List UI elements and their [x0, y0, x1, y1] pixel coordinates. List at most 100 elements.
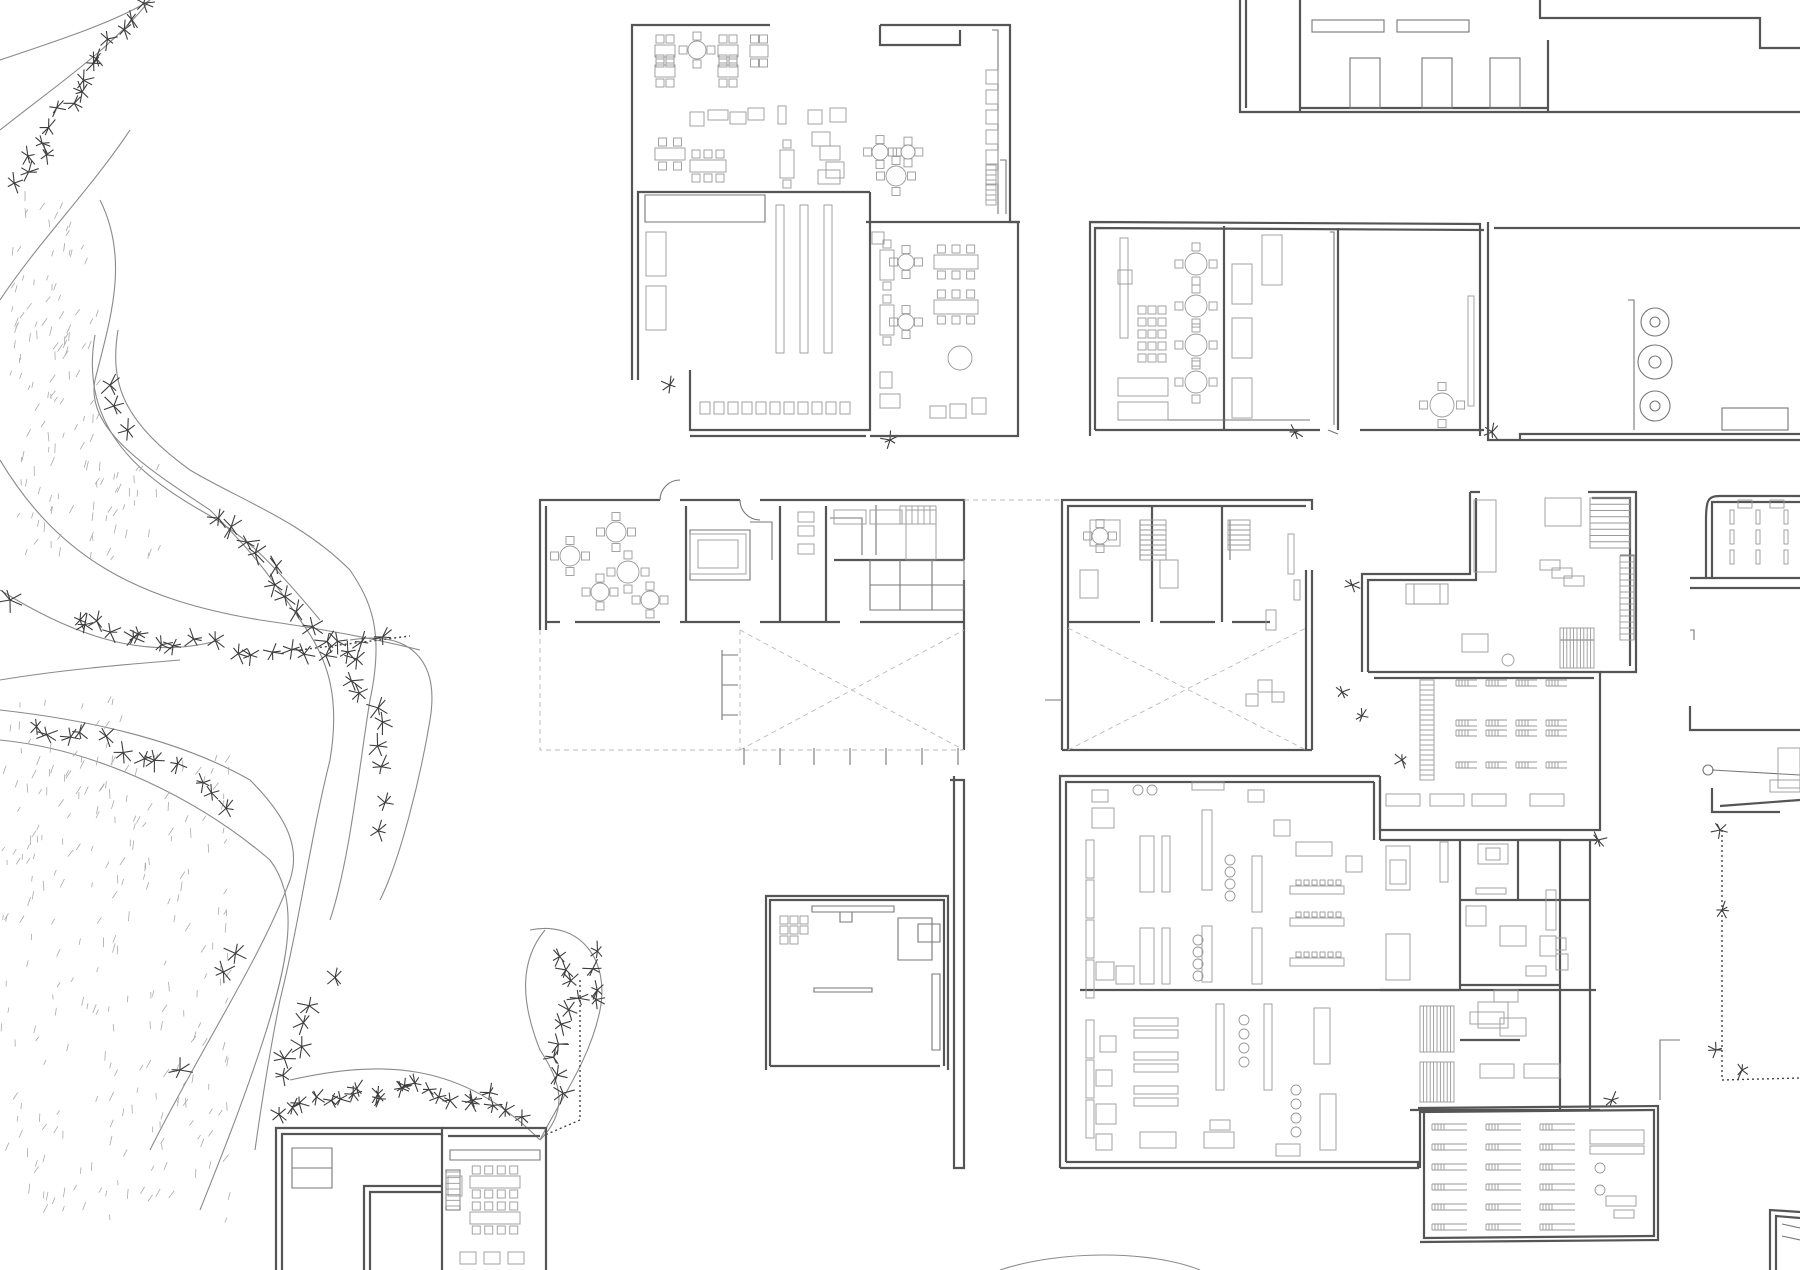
tree-icon — [290, 1036, 312, 1059]
tree-icon — [117, 418, 136, 441]
tree-icon — [144, 749, 165, 773]
tree-icon — [590, 940, 603, 959]
tree-symbols — [0, 0, 1749, 1127]
tree-icon — [155, 635, 174, 652]
building-d-furniture — [550, 505, 937, 619]
building-a-furniture — [645, 31, 999, 419]
tree-icon — [328, 632, 348, 655]
tree-icon — [372, 626, 392, 646]
building-g-furniture — [1729, 499, 1800, 793]
tree-icon — [85, 51, 102, 72]
tree-icon — [133, 750, 153, 768]
tree-icon — [331, 1090, 351, 1106]
tree-icon — [273, 1048, 296, 1069]
tree-icon — [280, 639, 304, 660]
building-e — [1045, 498, 1314, 752]
tree-icon — [344, 649, 365, 670]
tree-icon — [371, 754, 392, 775]
tree-icon — [421, 1082, 437, 1098]
building-e-furniture — [1079, 519, 1301, 707]
tree-icon — [184, 627, 202, 647]
building-a — [630, 23, 1020, 438]
building-d — [538, 479, 1060, 765]
tree-icon — [1394, 753, 1407, 769]
tree-icon — [346, 1079, 364, 1097]
tree-icon — [168, 1057, 193, 1079]
tree-icon — [1335, 685, 1351, 699]
tree-icon — [302, 616, 324, 636]
tree-icon — [372, 1090, 387, 1108]
tree-icon — [374, 711, 393, 736]
tree-icon — [218, 799, 234, 818]
tree-icon — [236, 535, 260, 550]
tree-icon — [274, 585, 296, 606]
building-g — [1688, 494, 1800, 1081]
tree-icon — [582, 958, 602, 977]
tree-icon — [542, 1047, 559, 1065]
building-h-furniture — [779, 915, 809, 945]
tree-icon — [77, 69, 95, 90]
tree-icon — [514, 1109, 531, 1127]
building-b — [1088, 220, 1485, 436]
tree-icon — [318, 648, 338, 667]
tree-icon — [270, 1106, 287, 1124]
building-f — [1360, 490, 1638, 832]
tree-icon — [113, 741, 133, 764]
tree-icon — [30, 718, 45, 737]
tree-icon — [314, 630, 335, 653]
tree-icon — [36, 726, 58, 744]
tree-icon — [370, 819, 387, 842]
tree-icon — [195, 772, 211, 794]
tree-icon — [295, 643, 316, 665]
tree-icon — [129, 626, 149, 644]
tree-icon — [339, 640, 356, 664]
tree-icon — [552, 948, 567, 967]
tree-icon — [163, 638, 182, 656]
building-j-furniture — [445, 1165, 525, 1265]
landscape-river — [0, 0, 1201, 1270]
building-i-furniture — [1085, 781, 1645, 1231]
tree-icon — [290, 1096, 310, 1114]
tree-icon — [377, 792, 394, 811]
tree-icon — [40, 144, 55, 165]
tree-icon — [21, 145, 36, 165]
building-f-furniture — [1385, 497, 1635, 807]
tree-icon — [206, 508, 226, 529]
tree-icon — [461, 1093, 478, 1112]
tree-icon — [100, 373, 120, 396]
tree-icon — [550, 1064, 568, 1085]
tree-icon — [1289, 424, 1304, 440]
tree-icon — [1355, 707, 1369, 722]
tree-icon — [136, 0, 156, 13]
tree-icon — [1483, 422, 1499, 440]
tree-icon — [170, 756, 188, 775]
tree-icon — [63, 95, 83, 112]
tree-icon — [1603, 1090, 1619, 1107]
tree-icon — [296, 996, 320, 1014]
tree-icon — [547, 1033, 569, 1055]
tree-icon — [1344, 578, 1361, 593]
tree-icon — [7, 171, 24, 194]
tree-icon — [498, 1101, 515, 1119]
tree-icon — [241, 648, 260, 666]
tree-icon — [404, 1073, 422, 1093]
tree-icon — [555, 959, 574, 978]
building-c — [1486, 222, 1800, 442]
building-j — [274, 1126, 548, 1270]
tree-icon — [1707, 1041, 1722, 1059]
tree-icon — [323, 1092, 339, 1108]
tree-icon — [292, 1012, 310, 1036]
tree-icon — [562, 973, 579, 988]
tree-icon — [117, 19, 132, 40]
tree-icon — [566, 989, 590, 1006]
tree-icon — [342, 671, 364, 691]
tree-icon — [554, 1013, 572, 1036]
tree-icon — [230, 643, 249, 665]
tree-icon — [73, 80, 89, 103]
building-h — [764, 776, 966, 1170]
tree-icon — [0, 589, 23, 613]
tree-icon — [352, 630, 369, 652]
tree-icon — [311, 1089, 325, 1106]
building-top-strip — [1238, 0, 1800, 114]
